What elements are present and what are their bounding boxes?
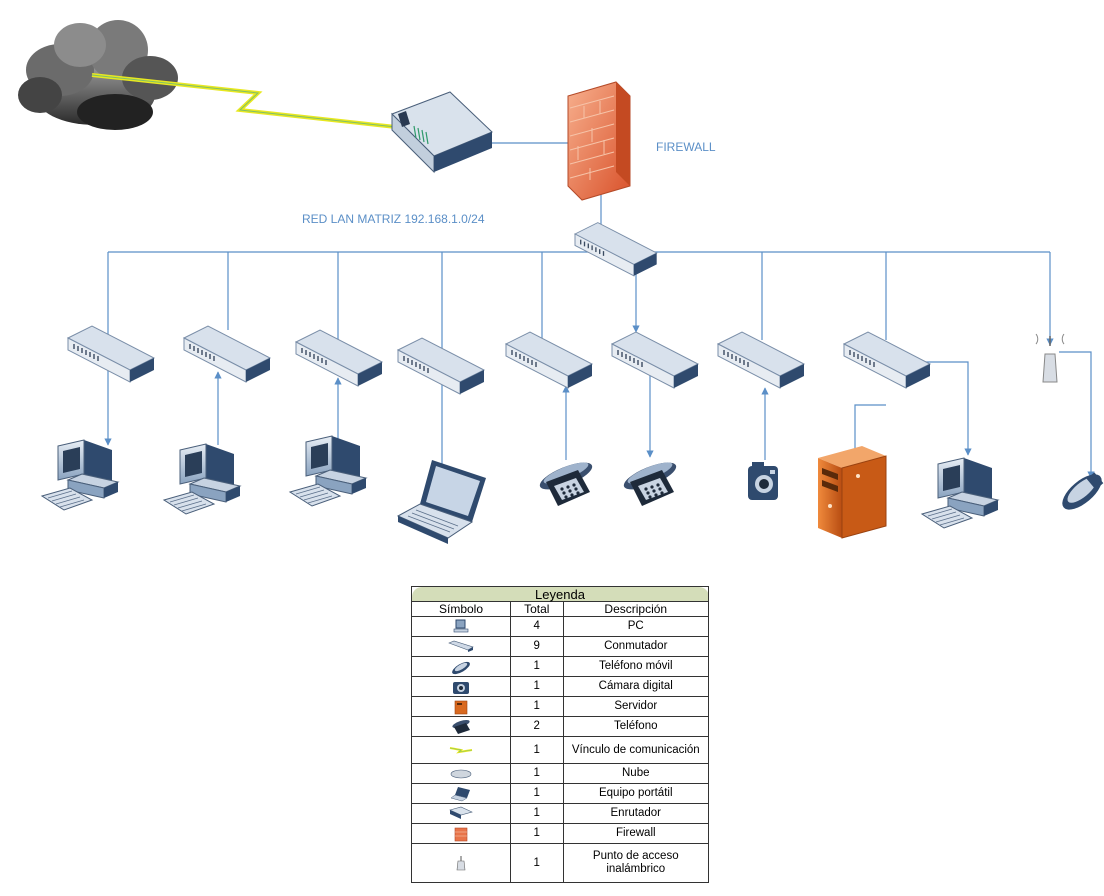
server-icon xyxy=(818,446,887,539)
communication-link-icon xyxy=(91,73,406,130)
legend-total: 1 xyxy=(510,823,564,844)
legend-total: 1 xyxy=(510,676,564,697)
mobile-phone-icon xyxy=(1062,472,1104,510)
switch-icon xyxy=(397,337,485,395)
legend-description: Cámara digital xyxy=(562,676,710,697)
legend-description: Teléfono xyxy=(562,716,710,737)
legend-row: 1 Equipo portátil xyxy=(411,783,710,804)
cloud-icon xyxy=(18,20,178,130)
legend-title: Leyenda xyxy=(411,586,709,602)
switch-icon xyxy=(611,331,699,389)
network-diagram: FIREWALL RED LAN MATRIZ 192.168.1.0/24 xyxy=(18,20,1104,544)
pc-icon xyxy=(921,457,999,529)
switch-icon xyxy=(183,325,271,383)
firewall-icon xyxy=(567,81,631,201)
legend-description: Conmutador xyxy=(562,636,710,657)
legend-header-total: Total xyxy=(510,601,564,617)
legend-description: Punto de acceso inalámbrico xyxy=(562,843,710,883)
legend-row: 9 Conmutador xyxy=(411,636,710,657)
legend-panel: Leyenda Símbolo Total Descripción 4 PC 9… xyxy=(411,586,710,883)
pc-icon xyxy=(163,443,241,515)
laptop-icon xyxy=(450,786,470,801)
legend-row: 1 Enrutador xyxy=(411,803,710,824)
communication-link-icon xyxy=(449,747,473,754)
legend-row: 1 Punto de acceso inalámbrico xyxy=(411,843,710,883)
firewall-icon xyxy=(454,827,468,841)
telephone-icon xyxy=(536,457,596,506)
legend-row: 2 Teléfono xyxy=(411,716,710,737)
legend-total: 1 xyxy=(510,763,564,784)
legend-row: 1 Cámara digital xyxy=(411,676,710,697)
pc-icon xyxy=(41,439,119,511)
wireless-access-point-icon xyxy=(1035,333,1065,383)
legend-header-description: Descripción xyxy=(562,601,710,617)
legend-description: PC xyxy=(562,616,710,637)
legend-total: 4 xyxy=(510,616,564,637)
legend-description: Equipo portátil xyxy=(562,783,710,804)
legend-total: 2 xyxy=(510,716,564,737)
legend-description: Nube xyxy=(562,763,710,784)
legend-total: 1 xyxy=(510,736,564,764)
legend-row: 1 Vínculo de comunicación xyxy=(411,736,710,764)
wireless-access-point-icon xyxy=(456,856,466,871)
legend-row: 4 PC xyxy=(411,616,710,637)
digital-camera-icon xyxy=(748,462,778,500)
router-icon xyxy=(449,807,473,820)
legend-total: 9 xyxy=(510,636,564,657)
legend-header-symbol: Símbolo xyxy=(411,601,511,617)
legend-row: 1 Firewall xyxy=(411,823,710,844)
switch-icon xyxy=(717,331,805,389)
legend-description: Enrutador xyxy=(562,803,710,824)
legend-total: 1 xyxy=(510,803,564,824)
switch-icon xyxy=(448,640,474,652)
legend-description: Servidor xyxy=(562,696,710,717)
legend-total: 1 xyxy=(510,783,564,804)
legend-row: 1 Servidor xyxy=(411,696,710,717)
legend-total: 1 xyxy=(510,656,564,677)
legend-description: Firewall xyxy=(562,823,710,844)
switch-icon xyxy=(843,331,931,389)
telephone-icon xyxy=(452,719,470,734)
switch-icon xyxy=(67,325,155,383)
switch-icon xyxy=(295,329,383,387)
legend-row: 1 Nube xyxy=(411,763,710,784)
router-icon xyxy=(391,91,493,174)
pc-icon xyxy=(453,619,469,632)
legend-description: Teléfono móvil xyxy=(562,656,710,677)
firewall-label: FIREWALL xyxy=(656,140,716,154)
digital-camera-icon xyxy=(453,681,469,694)
laptop-icon xyxy=(396,460,486,544)
core-switch-icon xyxy=(574,221,658,277)
legend-row: 1 Teléfono móvil xyxy=(411,656,710,677)
legend-total: 1 xyxy=(510,843,564,883)
legend-table: Leyenda Símbolo Total Descripción 4 PC 9… xyxy=(411,586,710,883)
cloud-icon xyxy=(450,769,472,779)
telephone-icon xyxy=(620,457,680,506)
switch-icon xyxy=(505,331,593,389)
network-label: RED LAN MATRIZ 192.168.1.0/24 xyxy=(302,212,485,226)
pc-icon xyxy=(289,435,367,507)
legend-description: Vínculo de comunicación xyxy=(562,736,710,764)
server-icon xyxy=(454,700,468,714)
legend-total: 1 xyxy=(510,696,564,717)
mobile-phone-icon xyxy=(452,661,470,674)
